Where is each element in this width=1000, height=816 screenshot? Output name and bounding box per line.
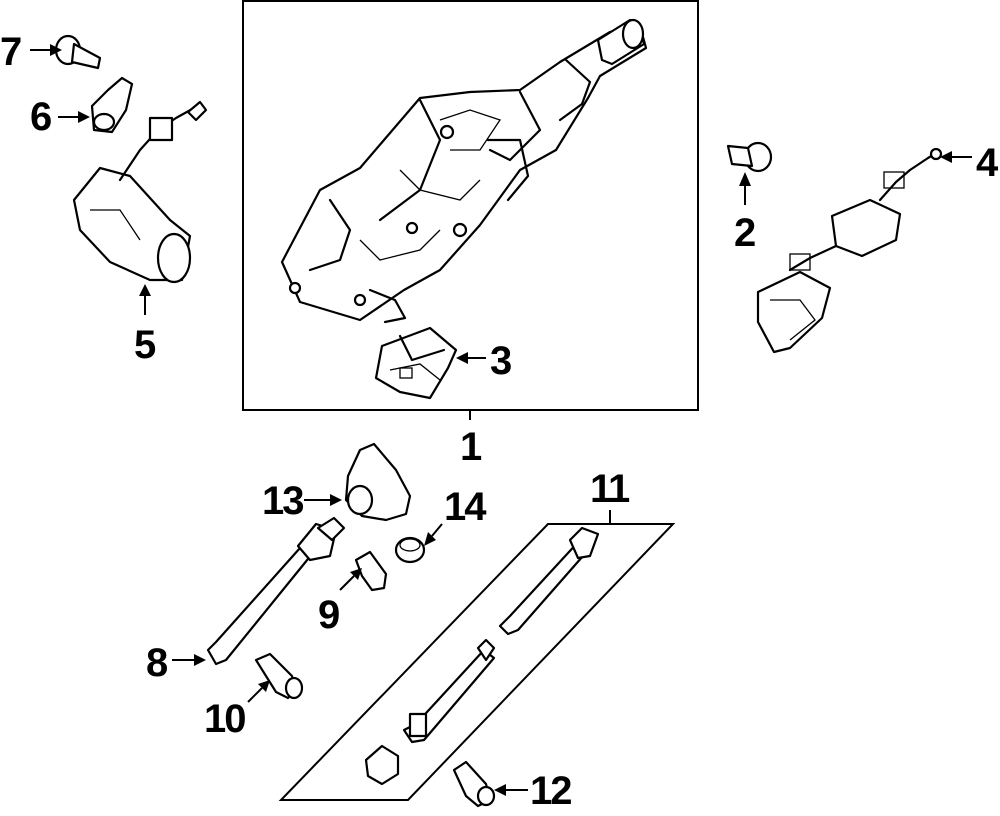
- callout-4: 4: [976, 141, 999, 185]
- boot-part-13[interactable]: [344, 442, 412, 522]
- callout-10: 10: [204, 697, 245, 741]
- screw-part-2[interactable]: [726, 141, 773, 173]
- bolt-part-10[interactable]: [254, 652, 304, 700]
- callout-11: 11: [590, 467, 630, 511]
- bracket-part-3[interactable]: [374, 326, 458, 400]
- callout-14: 14: [444, 485, 487, 529]
- callout-6: 6: [30, 95, 51, 139]
- leader-lines: [30, 44, 972, 796]
- bolt-part-7[interactable]: [54, 34, 102, 70]
- steering-column-part[interactable]: [280, 18, 648, 324]
- bolt-part-12[interactable]: [452, 760, 496, 808]
- nut-part-14[interactable]: [394, 536, 426, 564]
- shaft-kit-part-11[interactable]: [364, 526, 600, 786]
- motor-assembly-part-5[interactable]: [72, 100, 208, 284]
- callout-2: 2: [734, 211, 755, 255]
- shaft-part-8[interactable]: [206, 516, 346, 666]
- callout-5: 5: [134, 323, 156, 367]
- callout-12: 12: [530, 769, 571, 813]
- lock-assembly-part-4[interactable]: [756, 147, 943, 354]
- callout-7: 7: [0, 30, 21, 74]
- callout-1: 1: [460, 425, 482, 469]
- clip-part-6[interactable]: [90, 76, 134, 134]
- callout-9: 9: [318, 593, 339, 637]
- bolt-part-9[interactable]: [354, 550, 388, 592]
- callout-8: 8: [146, 641, 168, 685]
- callout-13: 13: [262, 479, 303, 523]
- assembly-11-frame: [278, 523, 676, 801]
- callout-3: 3: [490, 339, 511, 383]
